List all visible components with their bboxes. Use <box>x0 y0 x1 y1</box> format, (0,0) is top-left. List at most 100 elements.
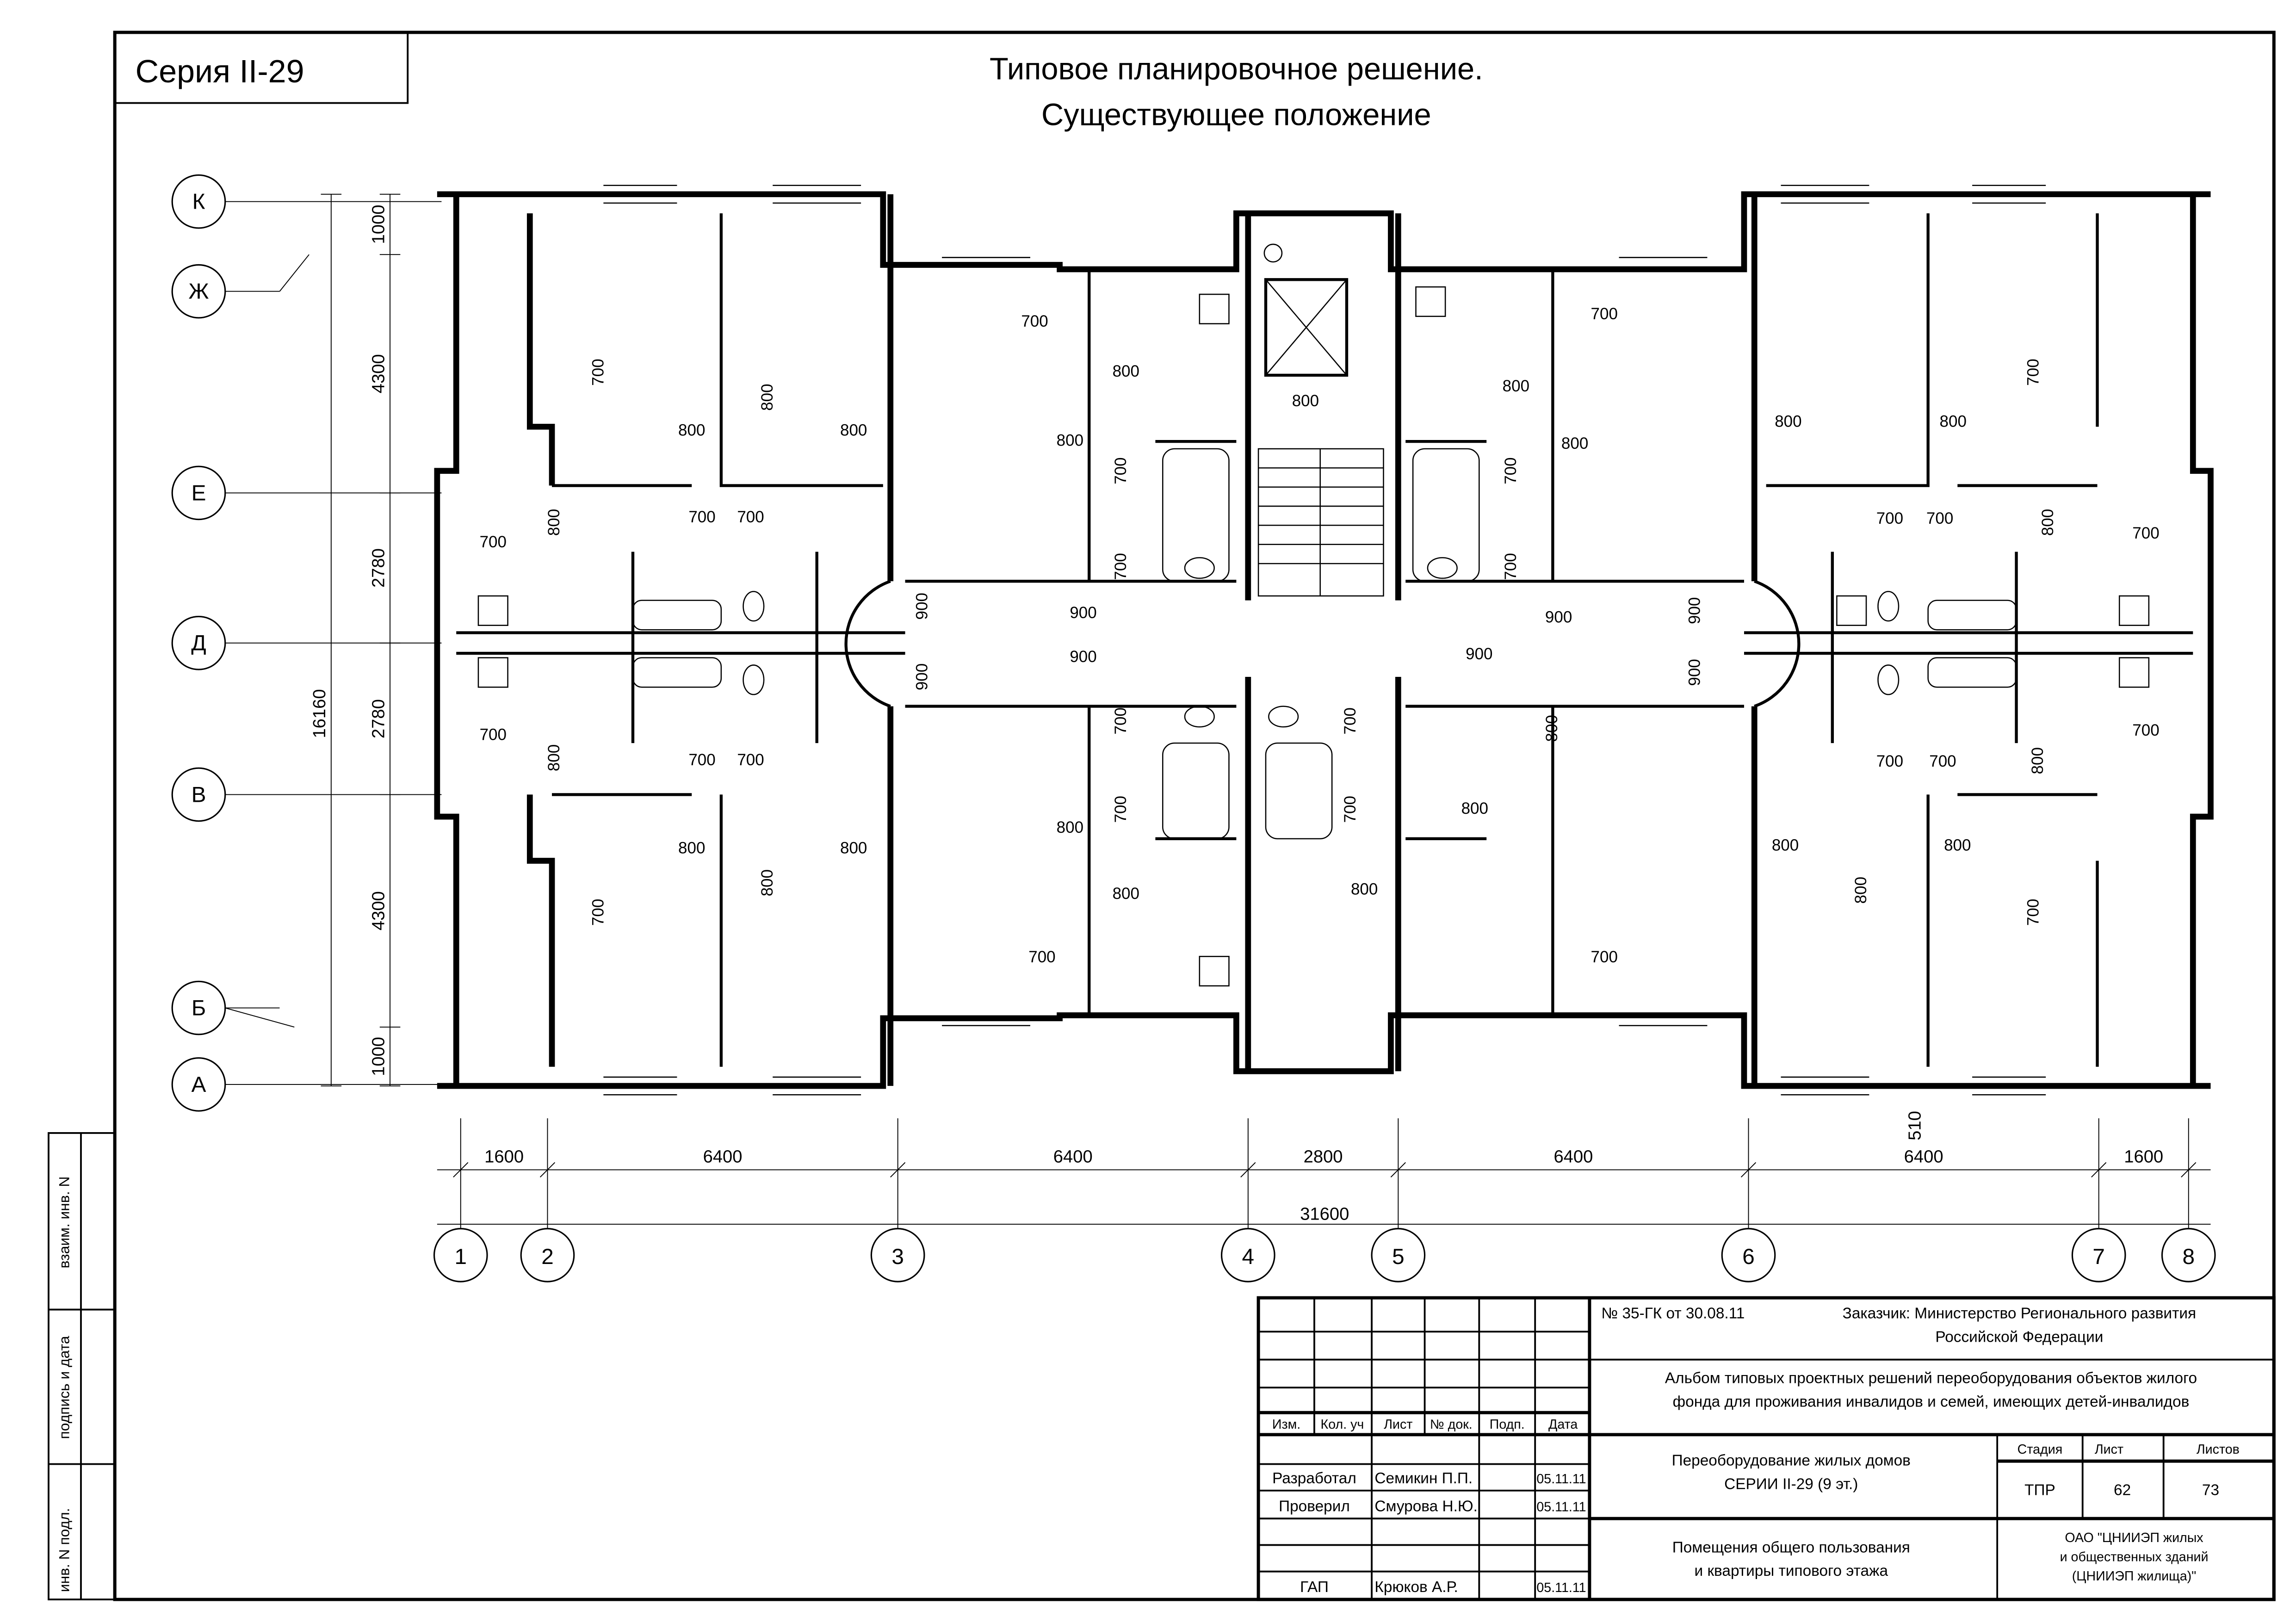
door-width-label: 800 <box>1461 799 1488 818</box>
row-axis-bubble <box>171 264 226 319</box>
door-width-label: 800 <box>1775 412 1801 430</box>
door-width-label: 700 <box>480 533 507 551</box>
vertical-dimension: 1000 <box>368 205 388 244</box>
album-line-2: фонда для проживания инвалидов и семей, … <box>1673 1393 2190 1410</box>
horizontal-dimension: 6400 <box>1904 1147 1943 1167</box>
column-axis-label: 3 <box>891 1245 904 1269</box>
door-width-label: 700 <box>737 751 764 769</box>
signer-name-1: Семикин П.П. <box>1374 1470 1473 1487</box>
column-axis-label: 7 <box>2092 1245 2105 1269</box>
door-width-label: 700 <box>1876 752 1903 770</box>
door-width-label: 900 <box>913 663 931 690</box>
signer-name-2: Смурова Н.Ю. <box>1374 1498 1477 1515</box>
signer-role-3: ГАП <box>1300 1579 1329 1596</box>
vertical-dimension: 2780 <box>368 699 388 738</box>
door-width-label: 700 <box>688 751 715 769</box>
vertical-dimension: 4300 <box>368 891 388 930</box>
door-width-label: 700 <box>1112 707 1130 734</box>
stamp-row-1: взаим. инв. N <box>56 1177 73 1269</box>
row-axis-bubble <box>171 980 226 1035</box>
stamp-row-2: подпись и дата <box>56 1336 73 1439</box>
door-width-label: 800 <box>840 421 867 439</box>
door-width-label: 800 <box>545 744 563 771</box>
door-width-label: 700 <box>1028 948 1055 966</box>
row-axis-label: Д <box>191 631 206 656</box>
door-width-label: 900 <box>913 593 931 619</box>
horizontal-dimension: 2800 <box>1304 1147 1343 1167</box>
door-width-label: 800 <box>1351 880 1378 898</box>
door-width-label: 700 <box>2024 899 2042 926</box>
column-axis-label: 1 <box>455 1245 467 1269</box>
door-width-label: 800 <box>2039 509 2057 536</box>
column-axis-label: 4 <box>1242 1245 1255 1269</box>
door-width-label: 800 <box>1543 715 1561 742</box>
door-width-label: 800 <box>2029 747 2047 774</box>
column-axis-bubble <box>2161 1228 2216 1282</box>
door-width-label: 800 <box>1944 836 1971 854</box>
door-width-label: 800 <box>840 839 867 857</box>
stage-label: Стадия <box>2018 1442 2063 1457</box>
contract-number: № 35-ГК от 30.08.11 <box>1601 1305 1745 1322</box>
row-axis-label: В <box>192 782 206 807</box>
signer-date-1: 05.11.11 <box>1536 1472 1586 1487</box>
signer-date-3: 05.11.11 <box>1536 1580 1586 1595</box>
door-width-label: 700 <box>1876 509 1903 527</box>
door-width-label: 700 <box>1112 796 1130 823</box>
header-izm: Изм. <box>1272 1417 1300 1432</box>
door-width-label: 800 <box>1057 432 1083 450</box>
stamp-row-3: инв. N подл. <box>56 1508 73 1592</box>
door-width-label: 800 <box>1772 836 1799 854</box>
door-width-label: 800 <box>1561 434 1588 452</box>
door-width-label: 900 <box>1545 608 1572 626</box>
column-axis-bubble <box>433 1228 488 1282</box>
column-axis-bubble <box>1371 1228 1426 1282</box>
row-axis-bubble <box>171 1057 226 1112</box>
column-axis-label: 5 <box>1392 1245 1405 1269</box>
drawing-line-2: и квартиры типового этажа <box>1695 1562 1888 1580</box>
door-width-label: 700 <box>688 508 715 526</box>
door-width-label: 800 <box>1503 377 1529 395</box>
door-width-label: 800 <box>758 869 776 896</box>
column-axis-label: 6 <box>1742 1245 1755 1269</box>
org-line-3: (ЦНИИЭП жилища)" <box>2072 1569 2197 1584</box>
door-width-label: 800 <box>1057 818 1083 836</box>
door-width-label: 800 <box>1940 412 1967 430</box>
horizontal-dimension: 1600 <box>484 1147 524 1167</box>
row-axis-bubble <box>171 616 226 670</box>
floor-plan <box>434 185 2214 1096</box>
signer-name-3: Крюков А.Р. <box>1374 1579 1458 1596</box>
door-width-label: 800 <box>678 421 705 439</box>
side-stamp: взаим. инв. N подпись и дата инв. N подл… <box>48 1132 116 1601</box>
series-box <box>114 31 409 104</box>
header-sign: Подп. <box>1490 1417 1525 1432</box>
door-width-label: 700 <box>1591 948 1618 966</box>
column-axis-bubble <box>870 1228 925 1282</box>
door-width-label: 900 <box>1070 604 1096 622</box>
door-width-label: 700 <box>1112 553 1130 580</box>
column-axis-bubble <box>520 1228 575 1282</box>
row-axis-label: Е <box>192 481 206 505</box>
customer-line-2: Российской Федерации <box>1935 1329 2103 1346</box>
door-width-label: 900 <box>1466 645 1492 663</box>
door-width-label: 700 <box>1341 707 1359 734</box>
header-list: Лист <box>1384 1417 1412 1432</box>
column-axis-bubble <box>2071 1228 2126 1282</box>
door-width-label: 700 <box>2132 524 2159 542</box>
vertical-dimension: 4300 <box>368 354 388 393</box>
title-line-1: Типовое планировочное решение. <box>990 52 1483 87</box>
door-width-label: 700 <box>1591 305 1618 323</box>
horizontal-total-dimension: 31600 <box>1300 1204 1349 1224</box>
door-width-label: 700 <box>589 899 607 926</box>
door-width-label: 700 <box>2024 359 2042 385</box>
door-width-label: 800 <box>758 384 776 411</box>
project-line-1: Переоборудование жилых домов <box>1672 1452 1911 1469</box>
sheet-value: 62 <box>2114 1481 2131 1499</box>
horizontal-dimension: 1600 <box>2124 1147 2163 1167</box>
door-width-label: 700 <box>1926 509 1953 527</box>
signer-role-1: Разработал <box>1272 1470 1356 1487</box>
horizontal-dimension: 6400 <box>703 1147 743 1167</box>
door-width-label: 700 <box>589 359 607 385</box>
drawing-line-1: Помещения общего пользования <box>1672 1539 1910 1556</box>
door-width-label: 700 <box>1112 458 1130 484</box>
